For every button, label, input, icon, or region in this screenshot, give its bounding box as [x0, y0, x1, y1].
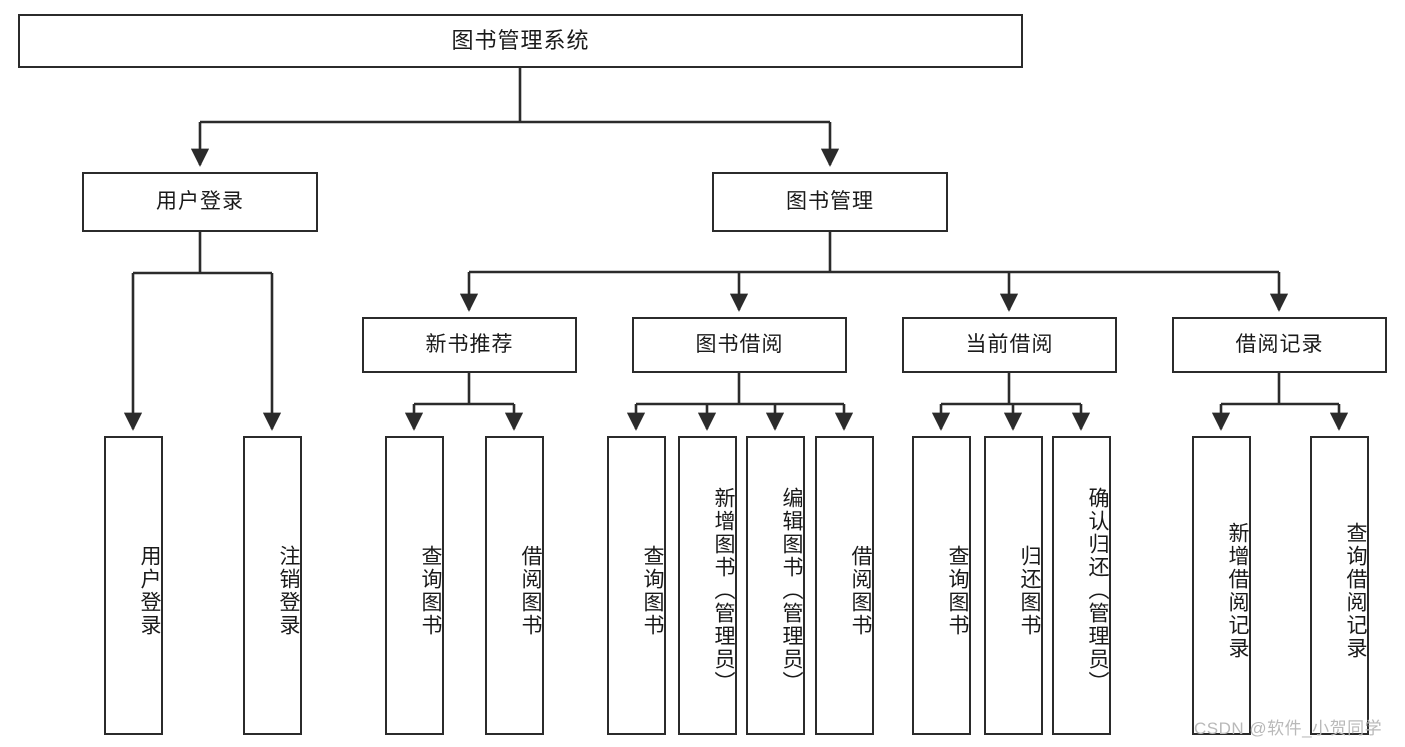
node-leaf-logout[interactable]: 注销登录 [243, 436, 302, 735]
csdn-watermark: CSDN @软件_小贺同学 [1194, 719, 1383, 738]
node-leaf-rec-query[interactable]: 查询图书 [385, 436, 444, 735]
node-borrow-record-label: 借阅记录 [1235, 333, 1324, 357]
node-leaf-bb-query[interactable]: 查询图书 [607, 436, 666, 735]
node-leaf-cb-return-label: 归还图书 [1018, 544, 1041, 637]
node-user-login-label: 用户登录 [156, 190, 244, 214]
node-leaf-cb-return[interactable]: 归还图书 [984, 436, 1043, 735]
node-leaf-cb-query[interactable]: 查询图书 [912, 436, 971, 735]
node-leaf-rec-query-label: 查询图书 [419, 544, 442, 637]
node-leaf-br-add-label: 新增借阅记录 [1226, 521, 1249, 660]
node-new-book-rec[interactable]: 新书推荐 [362, 317, 577, 373]
node-leaf-bb-query-label: 查询图书 [641, 544, 664, 637]
node-leaf-bb-add-label: 新增图书（管理员） [712, 487, 735, 694]
node-leaf-rec-borrow-label: 借阅图书 [519, 544, 542, 637]
node-leaf-cb-query-label: 查询图书 [946, 544, 969, 637]
node-root[interactable]: 图书管理系统 [18, 14, 1023, 68]
node-leaf-user-login[interactable]: 用户登录 [104, 436, 163, 735]
node-book-borrow[interactable]: 图书借阅 [632, 317, 847, 373]
node-book-manage-label: 图书管理 [786, 190, 874, 214]
node-new-book-rec-label: 新书推荐 [425, 333, 514, 357]
node-leaf-bb-borrow[interactable]: 借阅图书 [815, 436, 874, 735]
node-leaf-logout-label: 注销登录 [277, 544, 300, 637]
node-user-login[interactable]: 用户登录 [82, 172, 318, 232]
node-leaf-rec-borrow[interactable]: 借阅图书 [485, 436, 544, 735]
node-leaf-bb-add[interactable]: 新增图书（管理员） [678, 436, 737, 735]
node-leaf-user-login-label: 用户登录 [138, 544, 161, 637]
node-leaf-br-add[interactable]: 新增借阅记录 [1192, 436, 1251, 735]
node-leaf-br-query-label: 查询借阅记录 [1344, 521, 1367, 660]
node-current-borrow-label: 当前借阅 [965, 333, 1054, 357]
node-leaf-cb-confirm-label: 确认归还（管理员） [1086, 487, 1109, 694]
node-root-label: 图书管理系统 [451, 27, 590, 53]
node-leaf-bb-borrow-label: 借阅图书 [849, 544, 872, 637]
node-borrow-record[interactable]: 借阅记录 [1172, 317, 1387, 373]
node-leaf-cb-confirm[interactable]: 确认归还（管理员） [1052, 436, 1111, 735]
node-current-borrow[interactable]: 当前借阅 [902, 317, 1117, 373]
node-leaf-br-query[interactable]: 查询借阅记录 [1310, 436, 1369, 735]
node-leaf-bb-edit-label: 编辑图书（管理员） [780, 487, 803, 694]
node-book-manage[interactable]: 图书管理 [712, 172, 948, 232]
node-book-borrow-label: 图书借阅 [695, 333, 784, 357]
node-leaf-bb-edit[interactable]: 编辑图书（管理员） [746, 436, 805, 735]
